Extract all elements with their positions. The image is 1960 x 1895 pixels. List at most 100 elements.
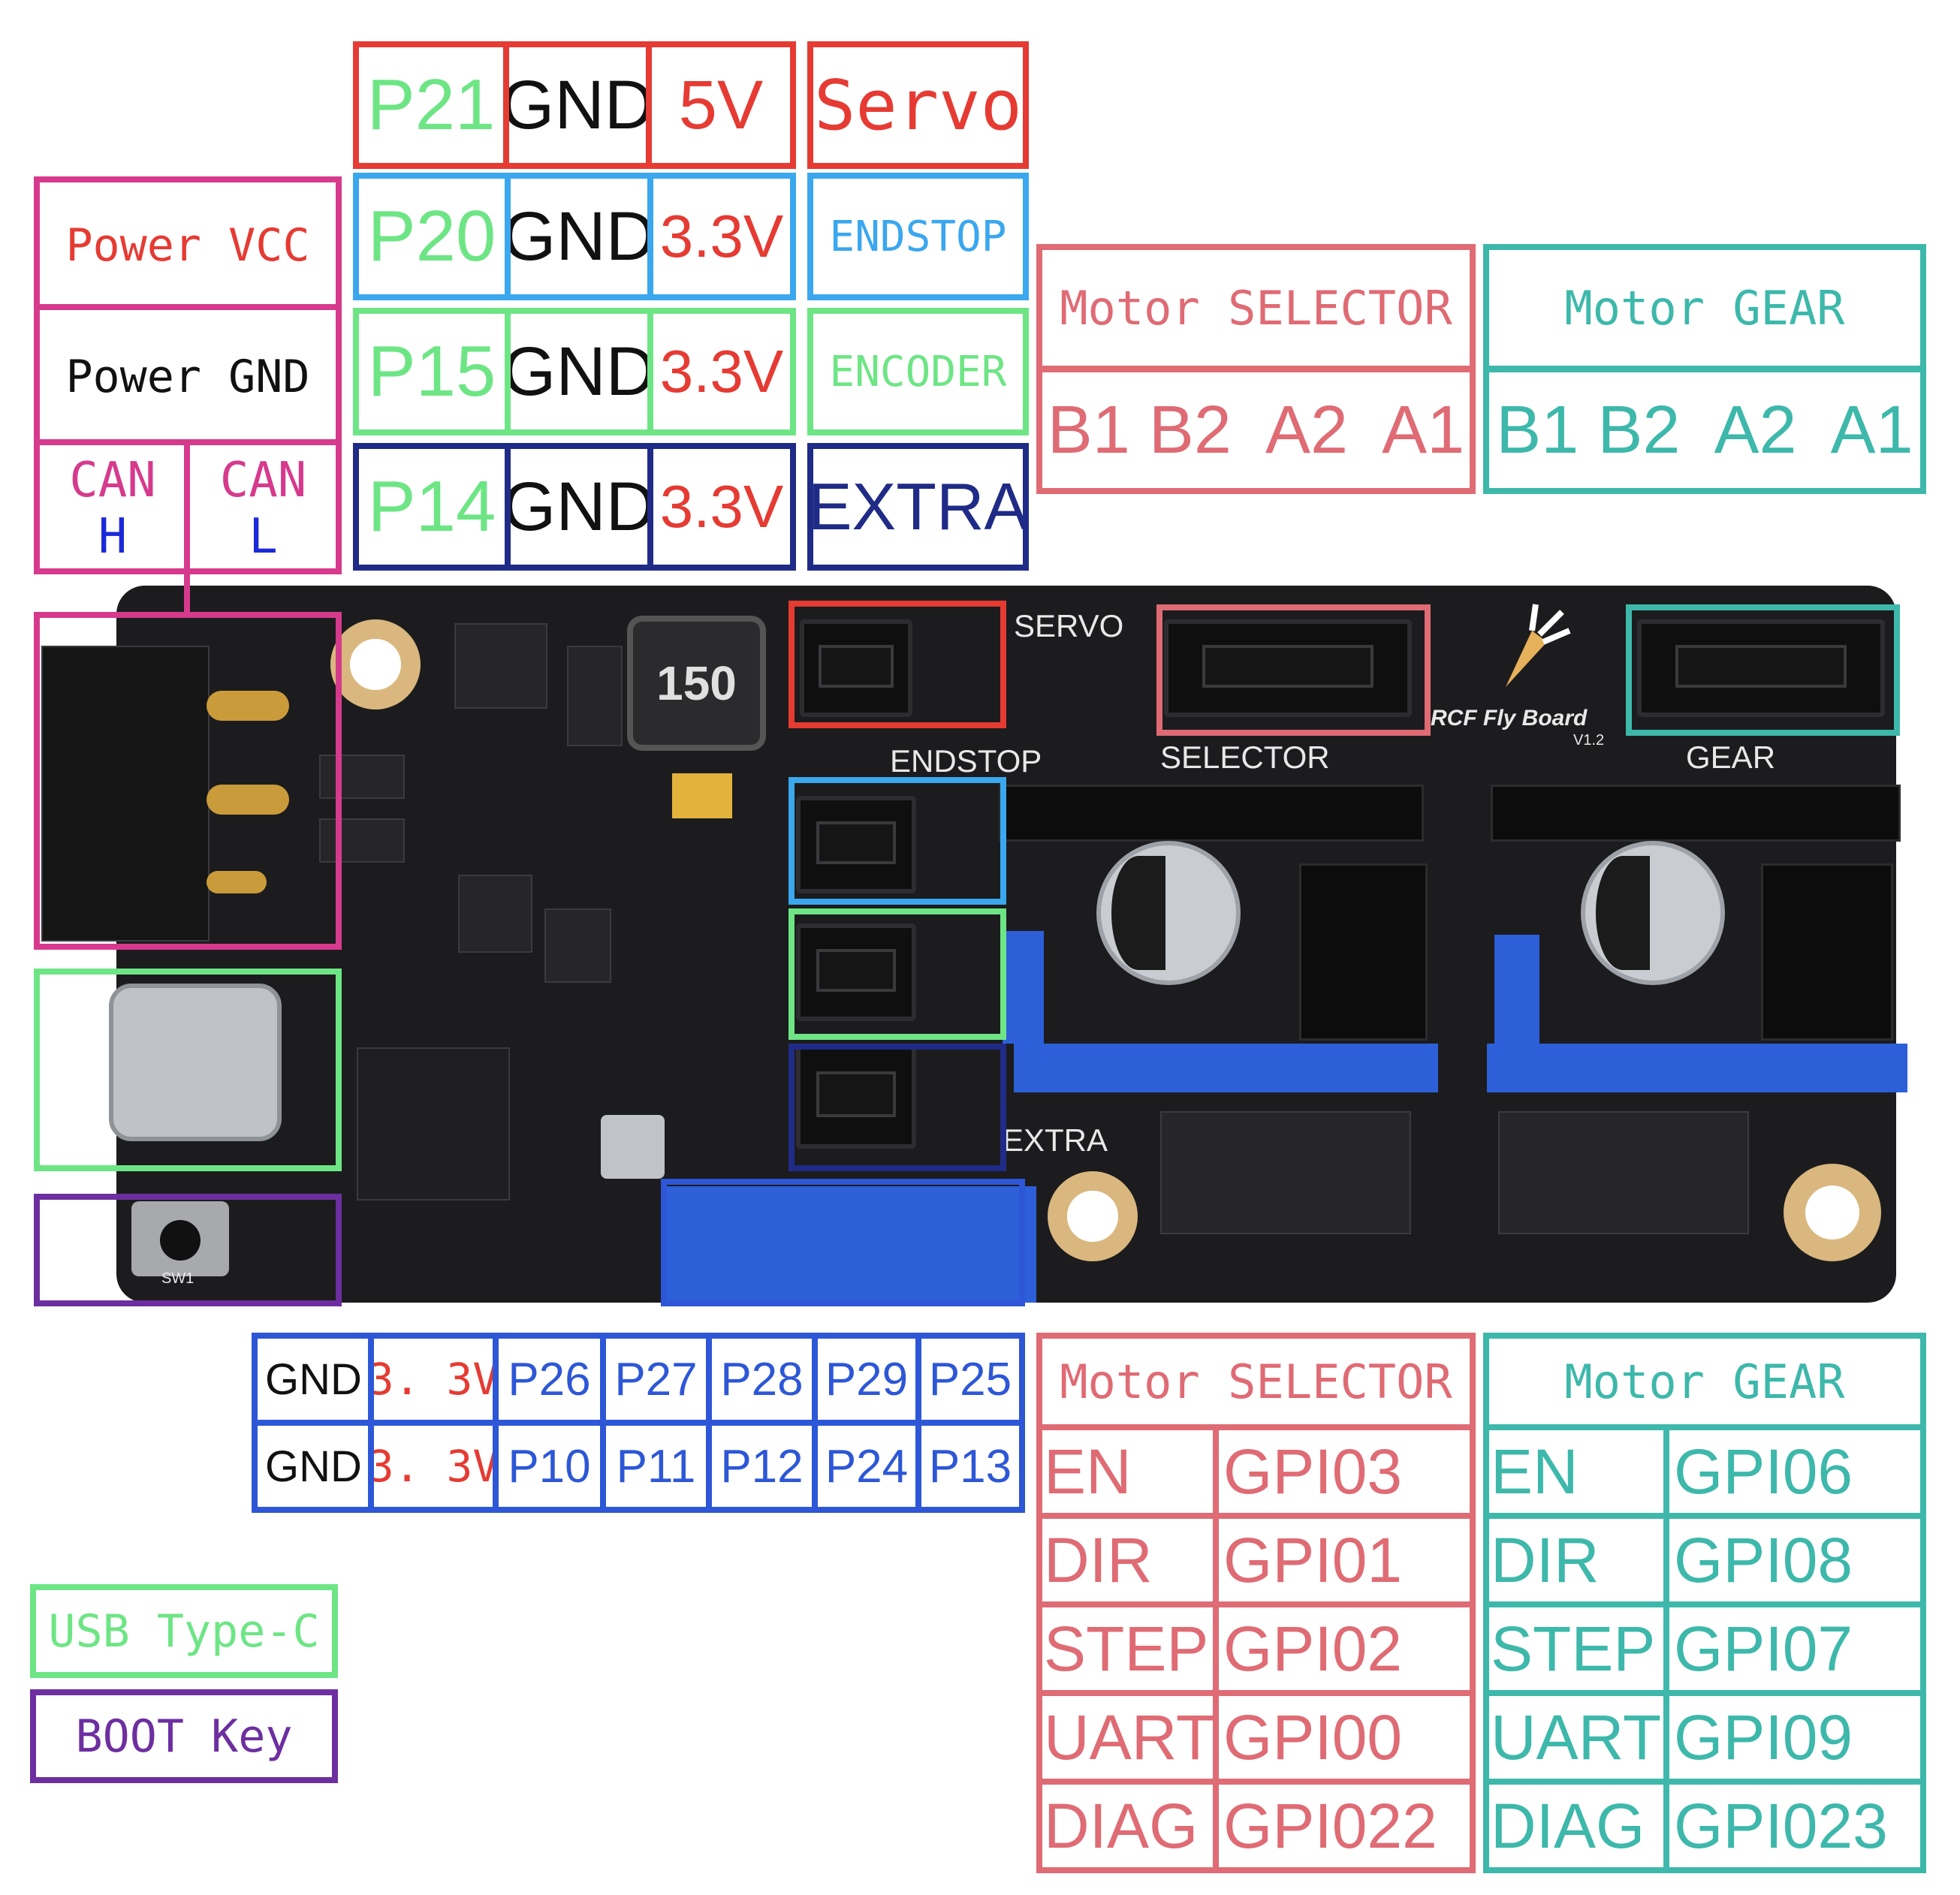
gear-gpio: GPI07 bbox=[1674, 1613, 1853, 1684]
gpio-divider bbox=[600, 1333, 606, 1513]
divider bbox=[1213, 1601, 1219, 1696]
crystal bbox=[601, 1115, 665, 1179]
gpio-cell: P10 bbox=[508, 1440, 591, 1493]
gear-signal: UART bbox=[1491, 1701, 1662, 1773]
gear-driver-header bbox=[1491, 785, 1901, 842]
selector-signal: DIAG bbox=[1044, 1790, 1199, 1861]
pin-3v3: 3.3V bbox=[659, 473, 784, 540]
selector-driver-header bbox=[999, 785, 1424, 842]
gpio-cell: P12 bbox=[720, 1440, 804, 1493]
electrolytic-capacitor bbox=[1096, 841, 1241, 985]
gear-gpio: GPI023 bbox=[1674, 1790, 1888, 1861]
pin-p14: P14 bbox=[367, 466, 496, 547]
diode bbox=[319, 755, 405, 799]
usb-c-port bbox=[109, 984, 282, 1141]
selector-gpio: GPI03 bbox=[1223, 1436, 1403, 1507]
mosfet bbox=[458, 875, 532, 953]
mounting-hole bbox=[1784, 1164, 1881, 1261]
encoder-connector bbox=[796, 923, 916, 1021]
gear-gpio: GPI06 bbox=[1674, 1436, 1853, 1507]
endstop-silk: ENDSTOP bbox=[890, 743, 1042, 779]
divider bbox=[647, 173, 653, 300]
highlight-selector-connector bbox=[1156, 604, 1431, 736]
gpio-blue-header bbox=[665, 1186, 1036, 1303]
top-pin-row-extra bbox=[353, 443, 796, 571]
can-lead-line bbox=[184, 574, 190, 612]
gpio-table-hline bbox=[252, 1420, 1025, 1426]
selector-blue-jumper bbox=[1003, 931, 1044, 1044]
diode bbox=[567, 646, 623, 746]
legend-usb-type-c: USB Type-C bbox=[30, 1584, 338, 1678]
legend-boot-key: BOOT Key bbox=[30, 1689, 338, 1783]
gear-blue-header bbox=[1487, 1044, 1907, 1092]
selector-blue-header bbox=[1014, 1044, 1438, 1092]
selector-gpio: GPI00 bbox=[1223, 1701, 1403, 1773]
regulator-chip bbox=[454, 623, 547, 709]
power-pin bbox=[207, 691, 289, 721]
selector-motor-connector bbox=[1164, 619, 1412, 717]
rcf-fly-board: SW1 150 SERVO ENDSTOP SELECTOR GEAR EXTR… bbox=[41, 586, 1907, 1303]
can-h-letter: H bbox=[98, 509, 128, 565]
divider bbox=[647, 443, 653, 571]
highlight-gear-connector bbox=[1626, 604, 1900, 736]
gear-signal: STEP bbox=[1491, 1613, 1656, 1684]
motor-selector-pins: B1 B2 A2 A1 bbox=[1036, 366, 1476, 494]
gpio-cell: P28 bbox=[720, 1353, 804, 1405]
can-l-label: CAN bbox=[219, 453, 307, 508]
selector-signal: STEP bbox=[1044, 1613, 1209, 1684]
pin-p21: P21 bbox=[366, 65, 496, 145]
highlight-endstop bbox=[789, 777, 1006, 905]
divider bbox=[646, 41, 652, 169]
gear-signal: EN bbox=[1491, 1436, 1579, 1507]
motor-gear-title: Motor GEAR bbox=[1483, 244, 1926, 372]
top-pin-row-servo bbox=[353, 41, 796, 169]
label-endstop: ENDSTOP bbox=[807, 173, 1029, 300]
rp2040-mcu bbox=[357, 1047, 510, 1201]
gpio-cell: 3. 3V bbox=[374, 1354, 493, 1405]
gear-signal: DIR bbox=[1491, 1524, 1600, 1595]
divider bbox=[1213, 1779, 1219, 1873]
sw1-label: SW1 bbox=[161, 1270, 194, 1287]
inductor-label: 150 bbox=[656, 656, 737, 710]
highlight-encoder bbox=[789, 908, 1006, 1040]
selector-signal: DIR bbox=[1044, 1524, 1153, 1595]
divider bbox=[503, 41, 509, 169]
gear-table-title: Motor GEAR bbox=[1483, 1333, 1926, 1430]
jumper-block bbox=[1299, 863, 1428, 1041]
gpio-cell: P27 bbox=[614, 1353, 698, 1405]
divider bbox=[1213, 1690, 1219, 1785]
gear-row bbox=[1483, 1779, 1926, 1873]
divider bbox=[505, 173, 511, 300]
divider bbox=[1663, 1779, 1669, 1873]
motor-gear-pins: B1 B2 A2 A1 bbox=[1483, 366, 1926, 494]
can-h-label: CAN bbox=[69, 453, 156, 508]
gpio-divider bbox=[706, 1333, 712, 1513]
divider bbox=[1213, 1513, 1219, 1607]
servo-connector bbox=[800, 619, 912, 717]
pin-5v: 5V bbox=[678, 66, 764, 143]
servo-silk: SERVO bbox=[1014, 608, 1124, 643]
pin-gnd: GND bbox=[511, 197, 647, 275]
rocket-logo-icon bbox=[1506, 604, 1571, 687]
pin-p15: P15 bbox=[367, 331, 496, 411]
top-pin-row-encoder bbox=[353, 308, 796, 435]
divider bbox=[1213, 1424, 1219, 1519]
gpio-cell: GND bbox=[265, 1354, 362, 1404]
pin-3v3: 3.3V bbox=[659, 338, 784, 405]
highlight-extra bbox=[789, 1044, 1006, 1171]
power-vcc-label: Power VCC bbox=[34, 176, 342, 308]
gpio-divider bbox=[493, 1333, 499, 1513]
highlight-power-connector bbox=[34, 612, 342, 950]
power-pin bbox=[207, 871, 267, 893]
driver-mosfets bbox=[1160, 1111, 1411, 1234]
divider bbox=[1663, 1513, 1669, 1607]
selector-table-title: Motor SELECTOR bbox=[1036, 1333, 1476, 1430]
selector-gpio: GPI01 bbox=[1223, 1524, 1403, 1595]
pin-gnd: GND bbox=[511, 333, 647, 410]
gpio-divider bbox=[368, 1333, 374, 1513]
divider bbox=[647, 308, 653, 435]
selector-gpio: GPI02 bbox=[1223, 1613, 1403, 1684]
mounting-hole bbox=[330, 619, 421, 709]
power-gnd-label: Power GND bbox=[34, 304, 342, 443]
pin-3v3: 3.3V bbox=[659, 203, 784, 270]
